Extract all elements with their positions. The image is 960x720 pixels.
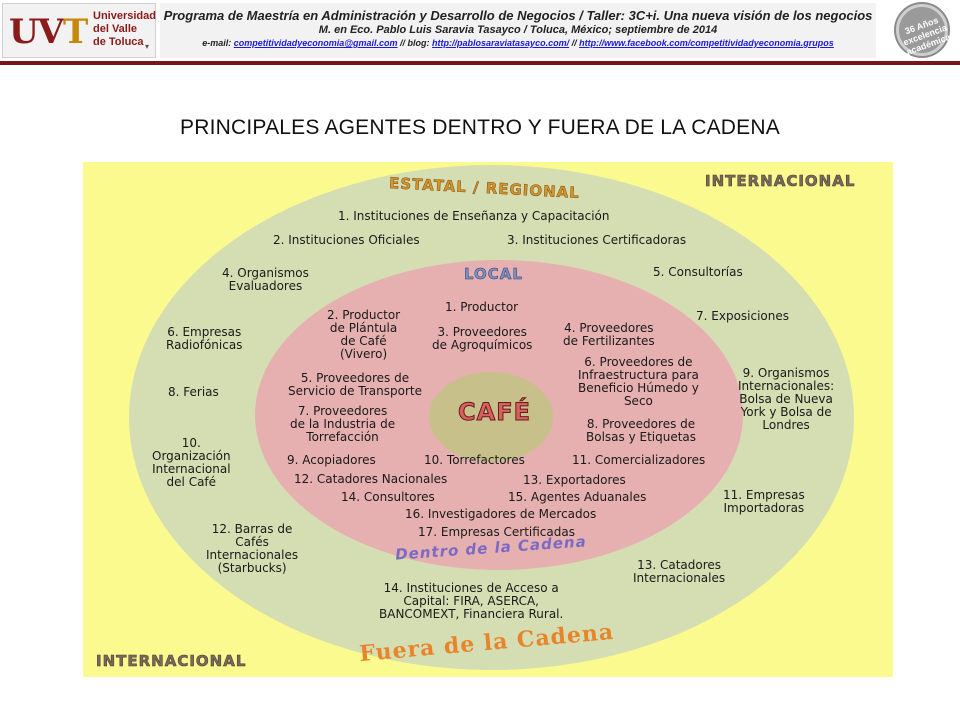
local-item-14: 14. Consultores [341,490,435,504]
banner-subtitle: M. en Eco. Pablo Luis Saravia Tasayco / … [318,24,718,36]
email-link[interactable]: competitividadyeconomia@gmail.com [233,38,398,48]
caret-down-icon: ▾ [145,42,150,51]
facebook-link[interactable]: http://www.facebook.com/competitividadye… [579,38,834,48]
estatal-item-2: 2. Instituciones Oficiales [273,233,420,247]
heading-internacional-top: INTERNACIONAL [705,172,856,191]
local-item-17: 17. Empresas Certificadas [418,525,575,539]
local-item-12: 12. Catadores Nacionales [294,472,448,486]
university-logo: UVT Universidad del Valle de Toluca ▾ [2,3,156,58]
heading-internacional-bottom: INTERNACIONAL [96,652,247,671]
local-item-11: 11. Comercializadores [572,453,706,467]
slide-title: PRINCIPALES AGENTES DENTRO Y FUERA DE LA… [180,116,780,139]
local-item-15: 15. Agentes Aduanales [508,490,647,504]
banner-contact-line: e-mail: competitividadyeconomia@gmail.co… [160,38,876,48]
blog-link[interactable]: http://pablosaraviatasayco.com/ [432,38,570,48]
anniversary-seal: 36 Años excelencia académica [890,3,956,58]
local-item-16: 16. Investigadores de Mercados [405,507,597,521]
estatal-item-8: 8. Ferias [168,385,219,399]
heading-local: LOCAL [464,265,523,284]
link-separator: // [569,38,580,48]
estatal-item-5: 5. Consultorías [653,265,743,279]
seal-text: 36 Años excelencia académica [895,12,954,58]
estatal-item-1: 1. Instituciones de Enseñanza y Capacita… [338,209,610,223]
cafe-core-ellipse [429,372,553,462]
email-label: e-mail: [202,38,234,48]
local-item-1: 1. Productor [445,300,519,314]
program-banner: Programa de Maestría en Administración y… [160,3,876,58]
banner-title: Programa de Maestría en Administración y… [163,8,873,23]
blog-label: // blog: [397,38,433,48]
logo-text-line2: del Valle [93,23,138,35]
estatal-item-7: 7. Exposiciones [696,309,790,323]
slide-header: UVT Universidad del Valle de Toluca ▾ Pr… [0,0,960,65]
seal-badge-icon: 36 Años excelencia académica [896,4,952,57]
estatal-item-3: 3. Instituciones Certificadoras [507,233,687,247]
logo-mark: UVT [9,12,88,52]
heading-cafe: CAFÉ [458,398,531,427]
local-item-10: 10. Torrefactores [424,453,525,467]
logo-text: Universidad del Valle de Toluca [93,10,156,49]
local-item-9: 9. Acopiadores [287,453,376,467]
logo-text-line3: de Toluca [93,36,144,48]
logo-text-line1: Universidad [93,10,156,22]
local-item-13: 13. Exportadores [523,473,626,487]
value-chain-diagram: INTERNACIONAL INTERNACIONAL ESTATAL / RE… [83,162,893,677]
header-divider [0,61,960,65]
